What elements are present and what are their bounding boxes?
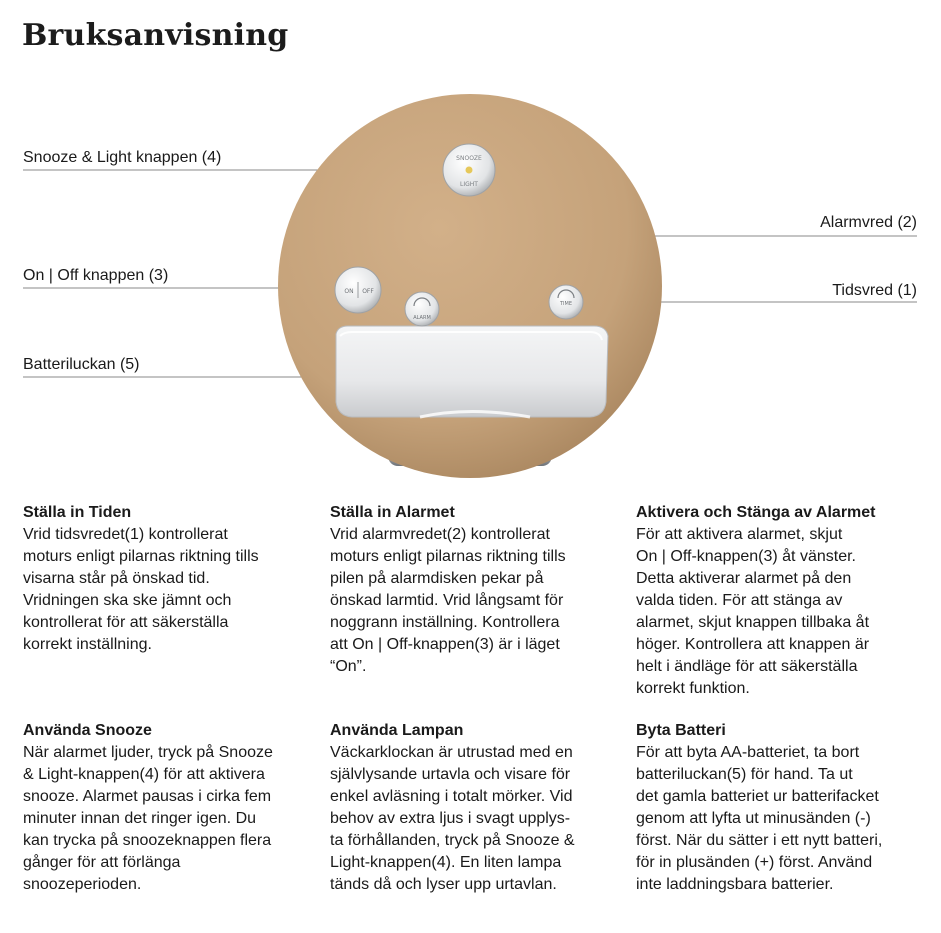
section-line: tänds då och lyser upp urtavlan. <box>330 876 557 893</box>
section-snooze: Använda Snooze När alarmet ljuder, tryck… <box>23 720 313 896</box>
section-line: ta förhållanden, tryck på Snooze & <box>330 832 575 849</box>
section-line: genom att lyfta ut minusänden (-) <box>636 810 871 827</box>
time-label: TIME <box>559 301 572 307</box>
on-off-button-shape: ON OFF <box>334 266 382 314</box>
section-line: moturs enligt pilarnas riktning tills <box>330 548 566 565</box>
section-line: “On”. <box>330 658 367 675</box>
section-line: för in plusänden (+) först. Använd <box>636 854 873 871</box>
alarm-label: ALARM <box>413 315 431 321</box>
section-heading: Använda Lampan <box>330 722 464 739</box>
section-line: korrekt inställning. <box>23 636 152 653</box>
section-line: Vridningen ska ske jämnt och <box>23 592 232 609</box>
on-label: ON <box>344 288 353 295</box>
clock-back-svg: SNOOZE LIGHT ON OFF ALARM TIME <box>23 94 917 478</box>
time-knob-shape: TIME <box>548 284 584 320</box>
callout-battery-cover: Batteriluckan (5) <box>23 356 140 373</box>
section-heading: Ställa in Alarmet <box>330 504 455 521</box>
section-line: inte laddningsbara batterier. <box>636 876 834 893</box>
section-line: enkel avläsning i totalt mörker. Vid <box>330 788 573 805</box>
snooze-label: SNOOZE <box>456 155 482 162</box>
section-line: moturs enligt pilarnas riktning tills <box>23 548 259 565</box>
section-line: On | Off-knappen(3) åt vänster. <box>636 548 856 565</box>
section-line: & Light-knappen(4) för att aktivera <box>23 766 265 783</box>
callout-snooze-light: Snooze & Light knappen (4) <box>23 149 222 166</box>
section-heading: Aktivera och Stänga av Alarmet <box>636 504 876 521</box>
section-line: Väckarklockan är utrustad med en <box>330 744 573 761</box>
callout-time-knob: Tidsvred (1) <box>832 282 917 299</box>
section-line: först. När du sätter i ett nytt batteri, <box>636 832 883 849</box>
callout-alarm-knob: Alarmvred (2) <box>820 214 917 231</box>
section-line: helt i ändläge för att säkerställa <box>636 658 858 675</box>
section-line: Vrid tidsvredet(1) kontrollerat <box>23 526 228 543</box>
section-heading: Ställa in Tiden <box>23 504 132 521</box>
section-line: När alarmet ljuder, tryck på Snooze <box>23 744 273 761</box>
callout-on-off: On | Off knappen (3) <box>23 267 169 284</box>
section-line: minuter innan det ringer igen. Du <box>23 810 257 827</box>
section-line: valda tiden. För att stänga av <box>636 592 843 609</box>
section-battery: Byta Batteri För att byta AA-batteriet, … <box>636 720 926 896</box>
clock-back-illustration: SNOOZE LIGHT ON OFF ALARM TIME Snooze & … <box>0 90 941 480</box>
section-line: För att aktivera alarmet, skjut <box>636 526 843 543</box>
page-title: Bruksanvisning <box>22 18 289 53</box>
section-line: att On | Off-knappen(3) är i läget <box>330 636 560 653</box>
section-lamp: Använda Lampan Väckarklockan är utrustad… <box>330 720 620 896</box>
section-line: gånger för att förlänga <box>23 854 181 871</box>
section-line: behov av extra ljus i svagt upplys- <box>330 810 571 827</box>
section-set-alarm: Ställa in Alarmet Vrid alarmvredet(2) ko… <box>330 502 620 678</box>
section-line: Light-knappen(4). En liten lampa <box>330 854 562 871</box>
section-line: Detta aktiverar alarmet på den <box>636 570 852 587</box>
section-line: önskad larmtid. Vrid långsamt för <box>330 592 564 609</box>
snooze-light-button-shape: SNOOZE LIGHT <box>442 143 496 197</box>
section-line: batteriluckan(5) för hand. Ta ut <box>636 766 853 783</box>
section-set-time: Ställa in Tiden Vrid tidsvredet(1) kontr… <box>23 502 313 656</box>
section-line: Vrid alarmvredet(2) kontrollerat <box>330 526 550 543</box>
alarm-knob-shape: ALARM <box>404 291 440 327</box>
section-line: alarmet, skjut knappen tillbaka åt <box>636 614 870 631</box>
section-line: höger. Kontrollera att knappen är <box>636 636 870 653</box>
off-label: OFF <box>362 288 374 295</box>
section-line: visarna står på önskad tid. <box>23 570 210 587</box>
battery-cover-shape <box>335 325 609 419</box>
section-toggle-alarm: Aktivera och Stänga av Alarmet För att a… <box>636 502 926 700</box>
section-line: noggrann inställning. Kontrollera <box>330 614 560 631</box>
section-line: självlysande urtavla och visare för <box>330 766 571 783</box>
light-label: LIGHT <box>460 181 478 188</box>
section-heading: Byta Batteri <box>636 722 726 739</box>
section-line: kan trycka på snoozeknappen flera <box>23 832 272 849</box>
section-heading: Använda Snooze <box>23 722 152 739</box>
section-line: snooze. Alarmet pausas i cirka fem <box>23 788 272 805</box>
section-line: pilen på alarmdisken pekar på <box>330 570 544 587</box>
section-line: korrekt funktion. <box>636 680 750 697</box>
section-line: det gamla batteriet ur batterifacket <box>636 788 879 805</box>
section-line: kontrollerat för att säkerställa <box>23 614 229 631</box>
section-line: För att byta AA-batteriet, ta bort <box>636 744 860 761</box>
section-line: snoozeperioden. <box>23 876 142 893</box>
